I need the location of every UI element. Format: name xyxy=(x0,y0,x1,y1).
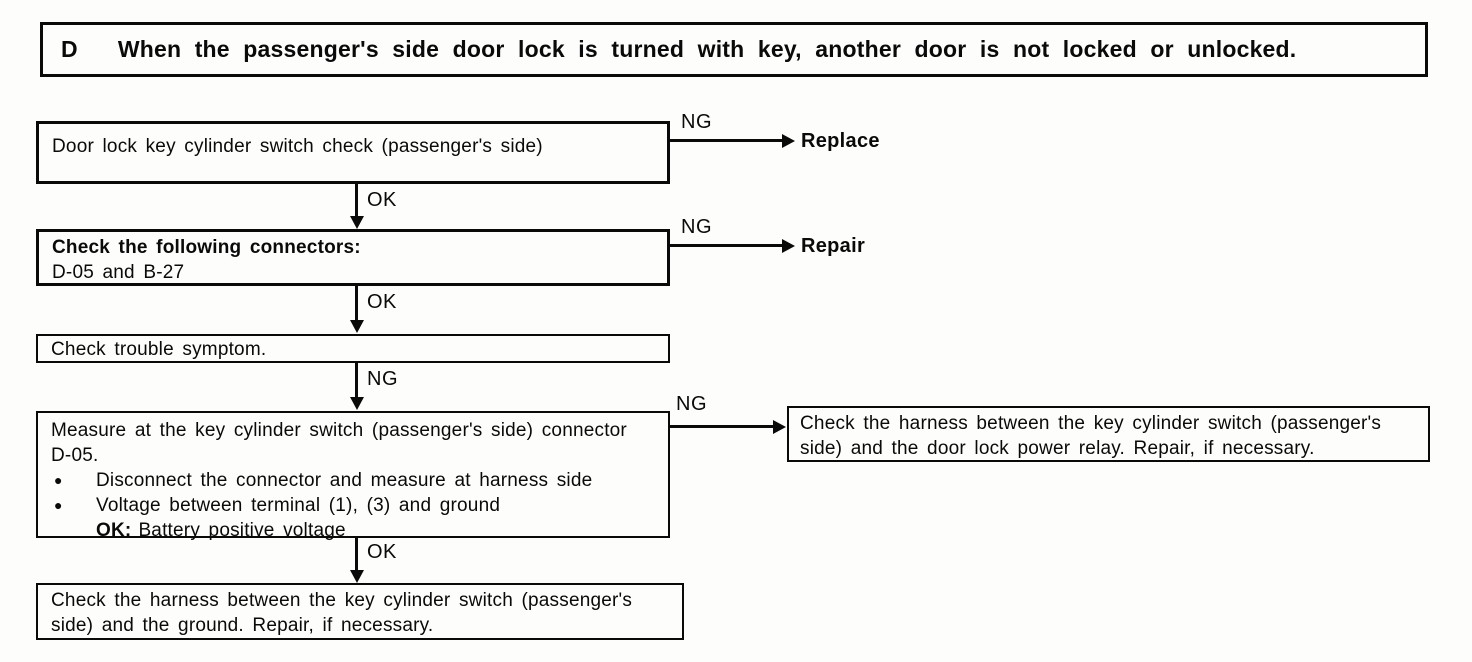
bullet-icon: ● xyxy=(54,472,63,488)
bullet-icon: ● xyxy=(54,497,63,513)
step2-heading: Check the following connectors: xyxy=(52,237,361,258)
step-measure-key-cylinder-connector: Measure at the key cylinder switch (pass… xyxy=(36,411,670,541)
result-check-harness-power-relay: Check the harness between the key cylind… xyxy=(787,406,1430,462)
step4-ok-value: Battery positive voltage xyxy=(138,520,346,541)
arrow-right-ng-step1 xyxy=(670,139,783,142)
arrow-down-ng-step3 xyxy=(355,363,358,398)
ng-label-step2: NG xyxy=(681,216,712,238)
step5-text: Check the harness between the key cylind… xyxy=(51,590,633,636)
step4-bullet-2-text: Voltage between terminal (1), (3) and gr… xyxy=(96,495,501,516)
step4-ok-condition: OK: Battery positive voltage xyxy=(51,518,655,543)
step-check-harness-ground: Check the harness between the key cylind… xyxy=(36,583,684,640)
step3-text: Check trouble symptom. xyxy=(51,339,267,360)
ok-label-step1: OK xyxy=(367,189,397,211)
step-check-trouble-symptom: Check trouble symptom. xyxy=(36,334,670,363)
ng-label-step1: NG xyxy=(681,111,712,133)
step2-detail: D-05 and B-27 xyxy=(52,262,185,283)
step-check-connectors: Check the following connectors: D-05 and… xyxy=(36,229,670,286)
ng-label-step4: NG xyxy=(676,393,707,415)
ng-label-step3: NG xyxy=(367,368,398,390)
arrow-right-ng-step4 xyxy=(670,425,774,428)
arrow-down-ok-step2 xyxy=(355,286,358,321)
arrow-right-ng-step2 xyxy=(670,244,783,247)
arrow-down-ok-step1 xyxy=(355,184,358,217)
outcome-replace: Replace xyxy=(801,130,880,152)
outcome-repair: Repair xyxy=(801,235,866,257)
step4-ok-prefix: OK: xyxy=(96,520,132,541)
symptom-header-box: D When the passenger's side door lock is… xyxy=(40,22,1428,77)
step1-text: Door lock key cylinder switch check (pas… xyxy=(52,136,543,157)
symptom-code: D xyxy=(61,36,78,62)
relay-check-text: Check the harness between the key cylind… xyxy=(800,413,1382,459)
step4-intro: Measure at the key cylinder switch (pass… xyxy=(51,420,627,466)
step4-bullet-1: ● Disconnect the connector and measure a… xyxy=(51,468,655,493)
arrow-down-ok-step4 xyxy=(355,536,358,571)
step-door-lock-key-cylinder-check: Door lock key cylinder switch check (pas… xyxy=(36,121,670,184)
step4-bullet-2: ● Voltage between terminal (1), (3) and … xyxy=(51,493,655,518)
symptom-title: When the passenger's side door lock is t… xyxy=(117,36,1297,62)
ok-label-step4: OK xyxy=(367,541,397,563)
ok-label-step2: OK xyxy=(367,291,397,313)
step4-bullet-1-text: Disconnect the connector and measure at … xyxy=(96,470,593,491)
